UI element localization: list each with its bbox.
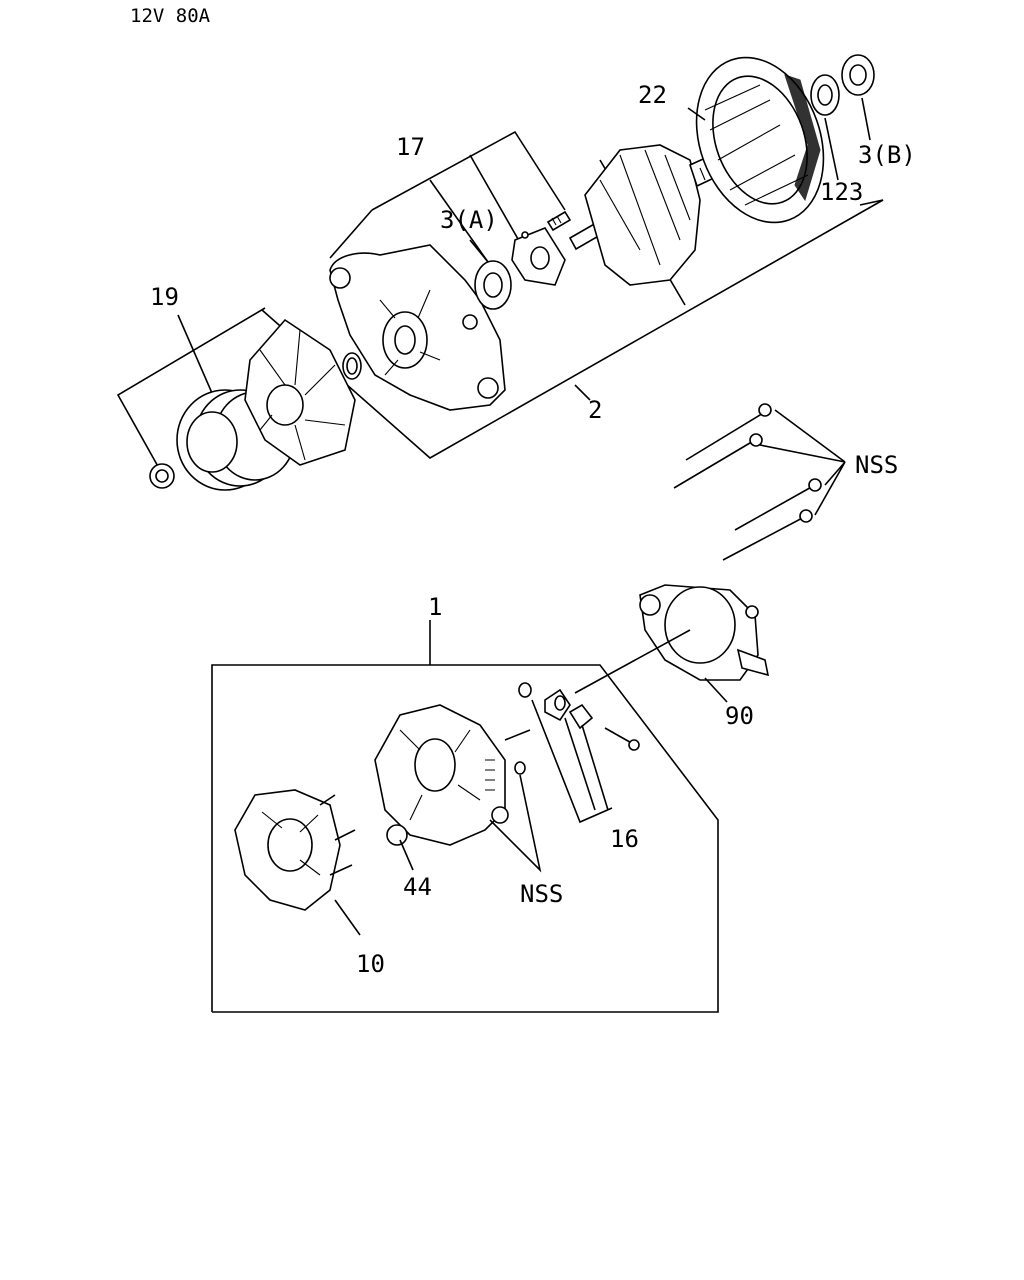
brush-holder <box>234 789 361 936</box>
leader-3b <box>861 97 871 141</box>
callout-19: 19 <box>150 283 179 311</box>
spec-header: 12V 80A <box>130 5 211 27</box>
nss-nut <box>489 761 542 873</box>
through-bolts <box>673 403 846 561</box>
stator <box>695 56 825 224</box>
callout-1: 1 <box>428 593 442 621</box>
callout-44: 44 <box>403 873 432 901</box>
callout-3a: 3(A) <box>440 206 498 234</box>
callout-nss-bottom: NSS <box>520 880 563 908</box>
bearing-3a <box>469 239 512 310</box>
vacuum-pump <box>574 584 770 703</box>
callout-22: 22 <box>638 81 667 109</box>
box-1 <box>211 620 719 1013</box>
bearing-123 <box>810 74 840 116</box>
fan <box>244 318 356 466</box>
bearing-3b <box>841 54 875 96</box>
leader-22 <box>687 107 706 121</box>
front-housing <box>329 244 506 411</box>
bracket-19 <box>116 307 266 471</box>
leader-44 <box>399 839 414 871</box>
callout-16: 16 <box>610 825 639 853</box>
callout-17: 17 <box>396 133 425 161</box>
callout-nss-top: NSS <box>855 451 898 479</box>
screw-small <box>546 210 572 232</box>
callout-3b: 3(B) <box>858 141 916 169</box>
callout-123: 123 <box>820 178 863 206</box>
callout-2: 2 <box>588 396 602 424</box>
retainer-plate <box>511 227 566 286</box>
callout-10: 10 <box>356 950 385 978</box>
pulley-nut <box>149 463 175 489</box>
part-16-group <box>518 682 640 824</box>
rear-housing <box>374 704 531 846</box>
seal-ring <box>342 352 362 380</box>
leader-123 <box>824 117 839 181</box>
callout-90: 90 <box>725 702 754 730</box>
